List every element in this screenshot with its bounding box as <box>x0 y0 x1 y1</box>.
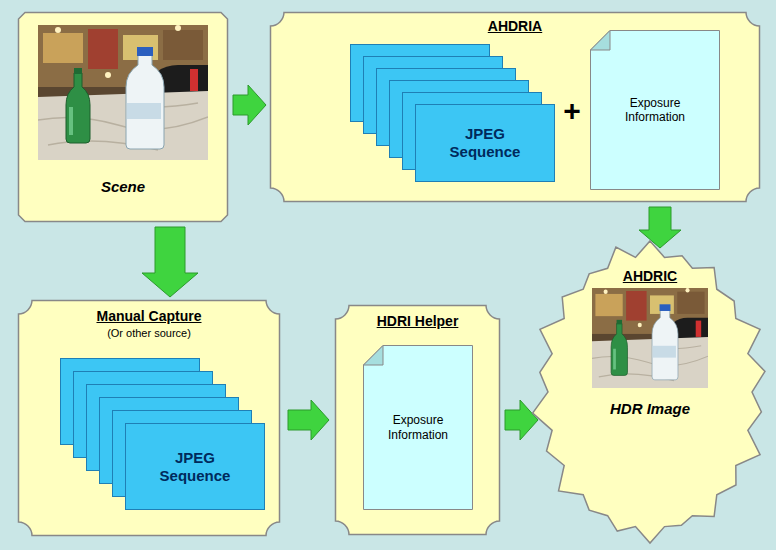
box-outline <box>271 13 760 202</box>
jpeg-stack-outline <box>60 358 265 510</box>
starburst-outline <box>533 241 765 543</box>
process-box: Exposure Information HDRI Helper <box>335 305 500 535</box>
process-box: JPEG Sequence Exposure Information AHDRIA + <box>270 12 760 202</box>
process-box: JPEG Sequence Manual Capture (Or other sou… <box>18 300 280 536</box>
block-arrow <box>288 400 329 440</box>
node-title: HDRI Helper <box>377 313 459 330</box>
document-fold <box>364 346 384 366</box>
node-subtitle: HDR Image <box>610 400 690 418</box>
node-title: AHDRIC <box>623 268 677 285</box>
block-arrow <box>233 85 266 125</box>
box-outline <box>336 306 500 535</box>
jpeg-stack: JPEG Sequence <box>350 44 555 182</box>
document-outline <box>591 31 720 190</box>
jpeg-card <box>126 424 265 510</box>
node-title: Exposure Information <box>376 413 460 442</box>
document-shape: Exposure Information <box>590 30 720 190</box>
jpeg-stack-outline <box>350 44 555 182</box>
block-arrow <box>505 400 538 440</box>
document-shape: Exposure Information <box>363 345 473 510</box>
node-title: AHDRIA <box>488 18 542 35</box>
node-title: Exposure Information <box>613 96 697 125</box>
plus-sign: + <box>563 93 581 129</box>
jpeg-stack: JPEG Sequence <box>60 358 265 510</box>
node-subtitle: (Or other source) <box>107 327 191 340</box>
node-title: Manual Capture <box>96 308 201 325</box>
node-title: JPEG Sequence <box>149 449 241 485</box>
node-title: Scene <box>101 178 145 196</box>
scene-photo <box>38 25 208 160</box>
scene-photo <box>38 25 208 160</box>
block-arrow <box>639 207 681 248</box>
scene-box: Scene <box>18 12 228 222</box>
jpeg-card <box>416 105 555 182</box>
node-title: JPEG Sequence <box>439 125 531 161</box>
starburst-outline <box>528 240 772 544</box>
hdr-photo <box>592 288 708 388</box>
hdr-photo <box>592 288 708 388</box>
box-outline <box>19 301 280 536</box>
box-outline <box>19 13 228 222</box>
starburst: AHDRIC HDR Image <box>528 240 772 544</box>
block-arrow <box>142 227 198 297</box>
document-outline <box>364 346 473 510</box>
document-fold <box>591 31 611 51</box>
